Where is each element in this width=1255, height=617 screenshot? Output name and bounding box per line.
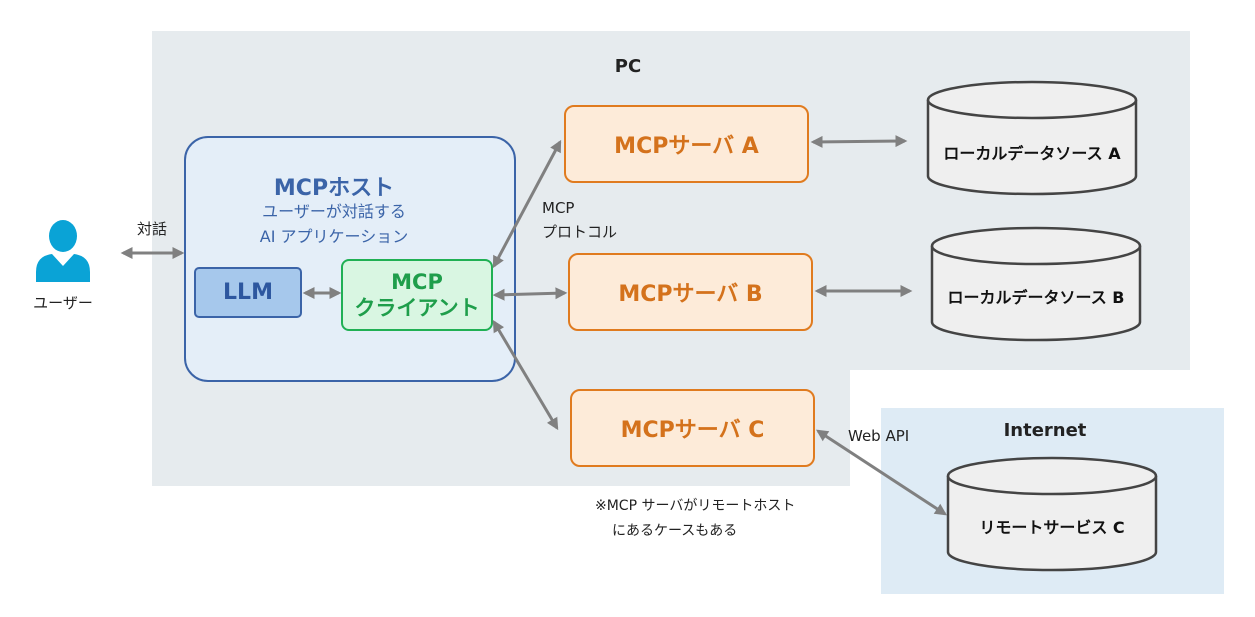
datasource-a-cylinder (926, 80, 1138, 196)
mcp-client-box: MCP クライアント (341, 259, 493, 331)
mcp-server-c-label: MCPサーバ C (620, 418, 765, 443)
note-line-1: ※MCP サーバがリモートホスト (595, 498, 796, 514)
mcp-client-label-2: クライアント (354, 296, 480, 320)
mcp-client-label-1: MCP (391, 270, 443, 294)
llm-box: LLM (194, 267, 302, 318)
user-label: ユーザー (33, 294, 93, 312)
remote-service-c-label: リモートサービス C (979, 518, 1125, 537)
web-api-label: Web API (848, 427, 910, 445)
mcp-host-subtitle-1: ユーザーが対話する (262, 202, 406, 221)
pc-label: PC (614, 56, 642, 77)
mcp-host-subtitle-2: AI アプリケーション (259, 227, 409, 246)
protocol-label-2: プロトコル (542, 223, 618, 241)
llm-label: LLM (223, 280, 273, 305)
mcp-server-a-label: MCPサーバ A (614, 134, 759, 159)
datasource-b-cylinder (930, 226, 1142, 342)
note-line-2: にあるケースもある (612, 523, 738, 539)
internet-label: Internet (1003, 420, 1087, 441)
dialog-label: 対話 (136, 220, 167, 238)
mcp-server-b-label: MCPサーバ B (618, 282, 763, 307)
remote-service-c-cylinder (946, 456, 1158, 572)
mcp-server-a: MCPサーバ A (564, 105, 809, 183)
datasource-a-label: ローカルデータソース A (943, 144, 1121, 163)
user-icon (36, 220, 90, 282)
mcp-server-b: MCPサーバ B (568, 253, 813, 331)
datasource-b-label: ローカルデータソース B (947, 288, 1125, 307)
mcp-server-c: MCPサーバ C (570, 389, 815, 467)
mcp-host-title: MCPホスト (273, 176, 395, 201)
protocol-label-1: MCP (542, 199, 575, 217)
